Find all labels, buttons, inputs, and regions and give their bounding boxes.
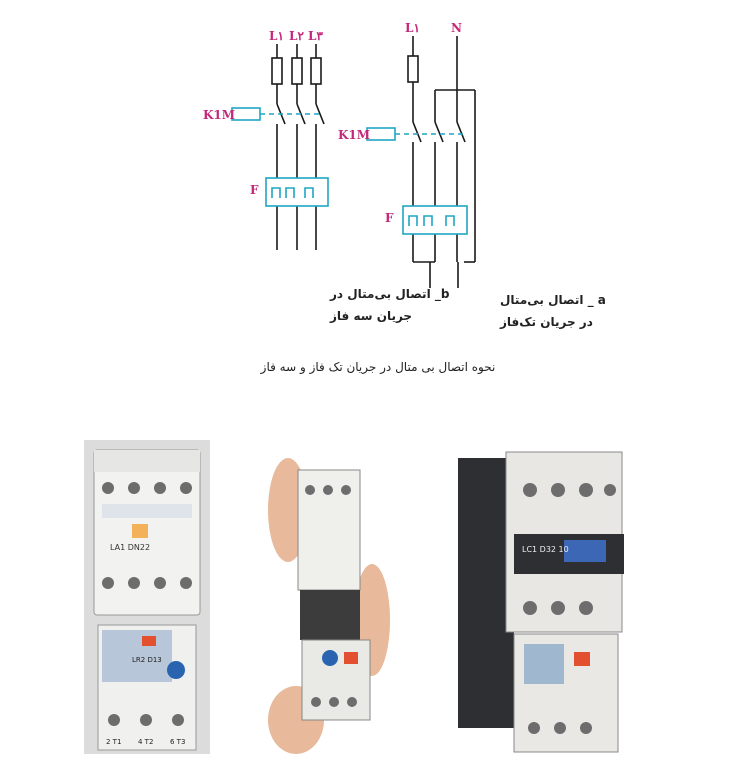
- overload-label-1ph: F: [385, 211, 394, 225]
- photo1-terminal-2: 4 T2: [138, 738, 153, 746]
- contactor-label-1ph: K1M: [338, 128, 370, 142]
- bimetal-wiring-diagram: L۱ L۲ L۳ K1M F b_ اتصال بی‌متال در جریان…: [203, 21, 606, 375]
- contactor-coil-3ph-icon: [231, 107, 261, 121]
- overload-label-3ph: F: [250, 183, 259, 197]
- contactor-relay-photo-1: LA1 DN22 LR2 D13 2 T1 4 T2 6 T3: [84, 440, 210, 754]
- thermal-relay-1ph-icon: [402, 205, 468, 235]
- phase-l2-label: L۲: [289, 29, 304, 43]
- photo3-model-label: LC1 D32 10: [522, 545, 569, 554]
- three-phase-circuit: [271, 44, 325, 250]
- neutral-label: N: [451, 21, 462, 35]
- fuse-l3-icon: [310, 57, 322, 85]
- contactor-label-3ph: K1M: [203, 108, 235, 122]
- phase-l1-label: L۱: [269, 29, 284, 43]
- three-phase-subtitle: جریان سه فاز: [329, 309, 412, 323]
- photo1-terminal-3: 6 T3: [170, 738, 185, 746]
- photo1-relay-model: LR2 D13: [132, 656, 162, 664]
- phase-l3-label: L۳: [308, 29, 323, 43]
- single-phase-subtitle: در جریان تک‌فاز: [499, 315, 593, 329]
- photo1-terminal-1: 2 T1: [106, 738, 121, 746]
- figure-caption: نحوه اتصال بی متال در جریان تک فاز و سه …: [260, 360, 496, 375]
- contactor-in-hand-photo: [268, 440, 390, 754]
- lc1-contactor-photo: LC1 D32 10: [452, 438, 628, 758]
- contactor-coil-1ph-icon: [366, 127, 396, 141]
- single-phase-title: a _ اتصال بی‌متال: [500, 293, 606, 308]
- fuse-single-phase-icon: [407, 55, 419, 83]
- fuse-l1-icon: [271, 57, 283, 85]
- three-phase-title: b_ اتصال بی‌متال در: [329, 287, 450, 302]
- single-phase-circuit: [407, 36, 476, 288]
- thermal-relay-3ph-icon: [265, 177, 329, 207]
- photo1-contactor-model: LA1 DN22: [110, 543, 150, 552]
- fuse-l2-icon: [291, 57, 303, 85]
- single-phase-l1-label: L۱: [405, 21, 420, 35]
